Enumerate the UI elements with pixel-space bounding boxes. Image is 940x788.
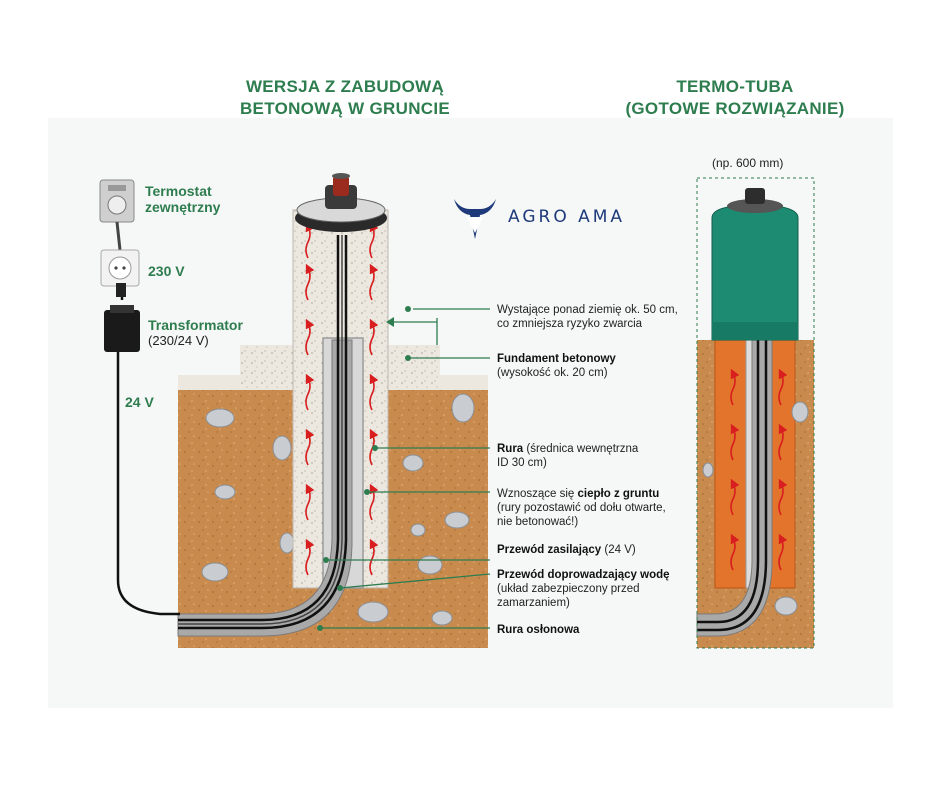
annotation-pipe-text: (średnica wewnętrzna [523,443,639,455]
left-title: WERSJA Z ZABUDOWĄ BETONOWĄ W GRUNCIE [200,76,490,120]
sleeve-pipe [177,339,353,637]
annotation-height-line2: co zmniejsza ryzyko zwarcia [497,318,643,330]
right-title: TERMO-TUBA (GOTOWE ROZWIĄZANIE) [600,76,870,120]
annotation-water-title: Przewód doprowadzający wodę [497,569,670,581]
heat-arrows-left [305,221,379,576]
annotation-foundation-sub: (wysokość ok. 20 cm) [497,367,608,379]
stones-right [702,401,809,616]
right-title-line1: TERMO-TUBA [676,77,794,96]
tuba-size-note: (np. 600 mm) [712,156,784,170]
leader-lines [320,308,491,629]
annotation-power-text: (24 V) [601,544,636,556]
annotation-pipe: Rura (średnica wewnętrzna ID 30 cm) [497,442,638,470]
heat-arrows-right [730,368,788,571]
annotation-heat: Wznoszące się ciepło z gruntu (rury pozo… [497,487,666,529]
socket-device [100,249,140,297]
tuba-dashed-frame [696,177,815,649]
logo-text: AGRO AMA [508,207,626,227]
annotation-heat-bold: ciepło z gruntu [577,488,660,500]
annotation-power: Przewód zasilający (24 V) [497,543,636,557]
annotation-water-line2: (układ zabezpieczony przed [497,583,640,595]
annotation-heat-line2: (rury pozostawić od dołu otwarte, [497,502,666,514]
tuba-housing [711,188,799,341]
thermostat-device [99,179,135,251]
annotation-heat-text: Wznoszące się [497,488,578,500]
left-title-line1: WERSJA Z ZABUDOWĄ [245,77,445,96]
annotation-water-line3: zamarzaniem) [497,597,570,609]
transformer-sublabel: (230/24 V) [148,333,209,348]
annotation-foundation: Fundament betonowy (wysokość ok. 20 cm) [497,352,616,380]
annotation-water: Przewód doprowadzający wodę (układ zabez… [497,568,670,610]
annotation-height: Wystające ponad ziemię ok. 50 cm, co zmn… [497,303,678,331]
left-title-line2: BETONOWĄ W GRUNCIE [239,99,451,118]
leader-dots [317,306,411,631]
annotation-sleeve: Rura osłonowa [497,623,579,637]
bull-head-icon [454,199,496,239]
cable-voltage-label: 24 V [125,394,154,410]
annotation-heat-line3: nie betonować!) [497,516,579,528]
thermostat-label: Termostat zewnętrzny [145,183,220,215]
annotation-foundation-title: Fundament betonowy [497,353,616,365]
power-cable [178,235,340,622]
thermostat-label-line1: Termostat [145,183,212,199]
annotation-height-line1: Wystające ponad ziemię ok. 50 cm, [497,304,678,316]
annotation-sleeve-title: Rura osłonowa [497,624,580,636]
height-arrow-head [386,317,394,327]
annotation-pipe-sub: ID 30 cm) [497,457,547,469]
drinker-device [295,173,387,232]
soil-left-extension [178,375,240,390]
annotation-power-title: Przewód zasilający [497,544,602,556]
thermostat-label-line2: zewnętrzny [145,199,221,215]
soil-right-extension [440,375,488,390]
socket-label: 230 V [148,263,185,279]
annotation-pipe-title: Rura [497,443,524,455]
right-title-line2: (GOTOWE ROZWIĄZANIE) [625,99,845,118]
logo: AGRO AMA [452,195,642,245]
transformer-device [104,305,140,352]
transformer-label: Transformator [148,317,243,333]
water-cable [178,235,348,630]
tuba-sleeve-pipe [696,339,773,637]
